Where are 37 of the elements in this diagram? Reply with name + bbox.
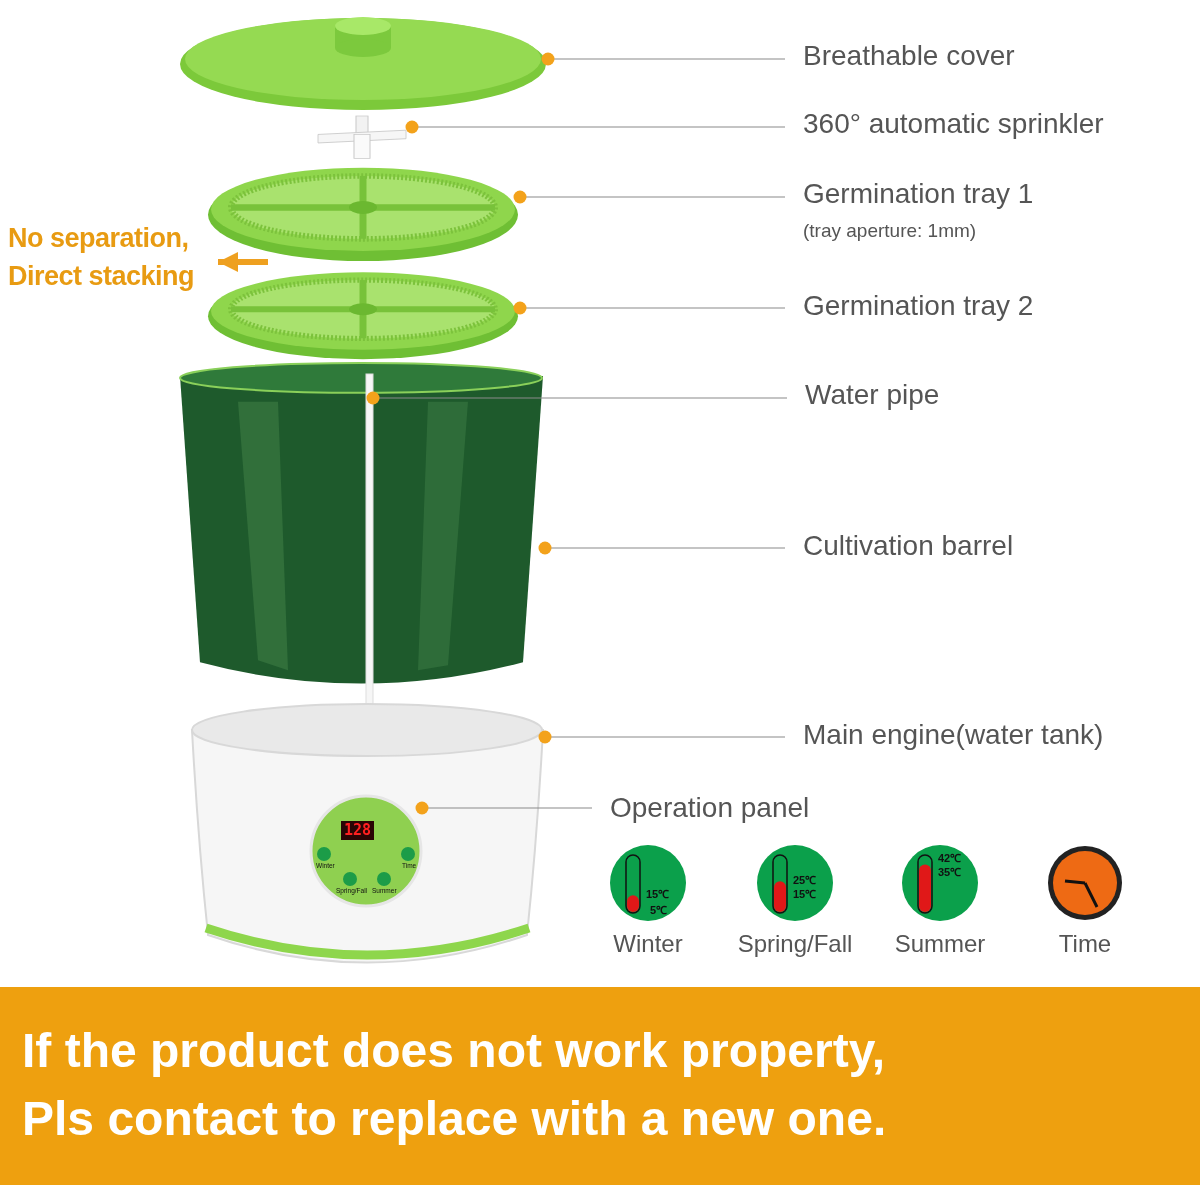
temperature-label: 35℃ bbox=[938, 867, 962, 878]
info-banner: If the product does not work property, Pls contact to replace with a new one. bbox=[0, 987, 1200, 1185]
temperature-label: 42℃ bbox=[938, 853, 962, 864]
leader-line bbox=[538, 541, 786, 555]
leader-line bbox=[538, 730, 786, 744]
leader-line bbox=[415, 801, 593, 815]
mode-caption: Summer bbox=[894, 930, 986, 958]
control-panel bbox=[310, 795, 422, 907]
temperature-label: 25℃ bbox=[793, 875, 817, 886]
thermometer-badge bbox=[757, 845, 833, 921]
callout-text: No separation, Direct stacking bbox=[8, 220, 214, 296]
leader-line bbox=[541, 52, 786, 66]
part-label: 360° automatic sprinkler bbox=[803, 107, 1104, 141]
display-readout: 128 bbox=[341, 821, 375, 840]
mode-caption: Winter bbox=[613, 930, 683, 958]
pipe-drawing bbox=[366, 374, 373, 704]
note-text: (tray aperture: 1mm) bbox=[803, 219, 978, 243]
temperature-label: 15℃ bbox=[646, 889, 670, 900]
leader-line bbox=[513, 301, 786, 315]
thermometer-badge bbox=[902, 845, 978, 921]
part-label: Breathable cover bbox=[803, 39, 1015, 73]
part-label: Water pipe bbox=[805, 378, 940, 412]
temperature-label: 15℃ bbox=[793, 889, 817, 900]
part-label: Germination tray 2 bbox=[803, 289, 1034, 323]
part-label: Operation panel bbox=[610, 791, 810, 825]
temperature-label: 5℃ bbox=[650, 905, 668, 916]
part-label: Germination tray 1 bbox=[803, 177, 1034, 211]
leader-line bbox=[366, 391, 788, 405]
mode-caption: Time bbox=[1058, 930, 1112, 958]
mode-caption: Spring/Fall bbox=[737, 930, 853, 958]
clock-icon bbox=[1047, 845, 1123, 921]
arrow bbox=[218, 252, 268, 272]
thermometer-badge bbox=[610, 845, 686, 921]
leader-line bbox=[405, 120, 786, 134]
part-label: Main engine(water tank) bbox=[803, 718, 1104, 752]
leader-line bbox=[513, 190, 786, 204]
part-label: Cultivation barrel bbox=[803, 529, 1014, 563]
